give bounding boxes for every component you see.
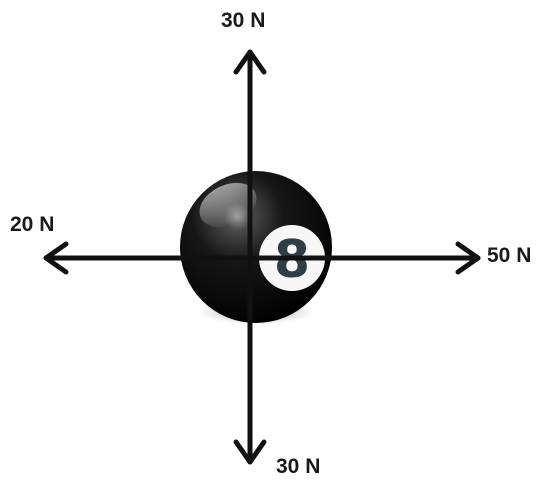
arrowhead-up-icon xyxy=(233,49,267,75)
arrowhead-left-icon xyxy=(43,241,69,275)
force-label-down: 30 N xyxy=(276,455,321,478)
arrowhead-right-icon xyxy=(455,241,481,275)
force-label-left: 20 N xyxy=(10,213,55,236)
eight-ball: 8 xyxy=(180,171,332,323)
force-arrows xyxy=(43,49,481,465)
arrowhead-down-icon xyxy=(233,439,267,465)
force-label-right: 50 N xyxy=(487,244,532,267)
ball-shine xyxy=(199,182,257,228)
force-label-up: 30 N xyxy=(221,9,266,32)
